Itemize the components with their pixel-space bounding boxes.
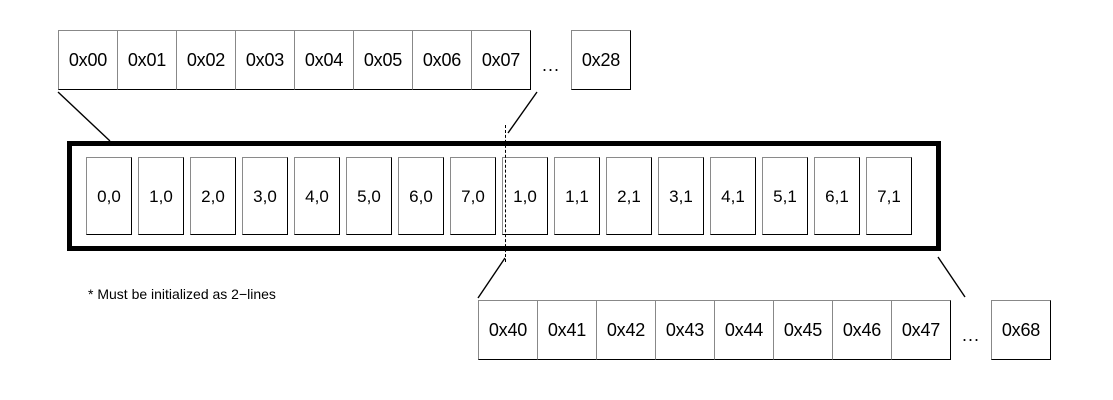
address-gap-ellipsis: ...: [541, 55, 560, 75]
cache-word-cell: 7,0: [450, 157, 496, 235]
cache-word-cell: 3,0: [242, 157, 288, 235]
cache-word-cell: 4,1: [710, 157, 756, 235]
cache-word-cells: 0,0 1,0 2,0 3,0 4,0 5,0 6,0 7,0 1,0 1,1 …: [72, 146, 936, 246]
address-gap-ellipsis: ...: [961, 325, 980, 345]
cache-word-cell: 2,0: [190, 157, 236, 235]
cache-word-cell: 5,1: [762, 157, 808, 235]
cache-line-container: 0,0 1,0 2,0 3,0 4,0 5,0 6,0 7,0 1,0 1,1 …: [67, 141, 941, 251]
cache-word-cell: 3,1: [658, 157, 704, 235]
top-address-row: 0x00 0x01 0x02 0x03 0x04 0x05 0x06 0x07 …: [58, 30, 631, 90]
cache-line-divider: [505, 125, 506, 262]
address-cell: 0x42: [596, 300, 656, 360]
address-cell: 0x06: [412, 30, 472, 90]
address-cell: 0x00: [58, 30, 118, 90]
address-cell: 0x46: [832, 300, 892, 360]
cache-word-cell: 0,0: [86, 157, 132, 235]
cache-word-cell: 4,0: [294, 157, 340, 235]
address-cell: 0x45: [773, 300, 833, 360]
address-cell-tail: 0x68: [991, 300, 1051, 360]
address-cell: 0x44: [714, 300, 774, 360]
cache-word-cell: 1,0: [138, 157, 184, 235]
initialization-note: * Must be initialized as 2−lines: [88, 286, 276, 302]
bottom-address-row: 0x40 0x41 0x42 0x43 0x44 0x45 0x46 0x47 …: [478, 300, 1051, 360]
cache-word-cell: 6,1: [814, 157, 860, 235]
cache-word-cell: 5,0: [346, 157, 392, 235]
cache-word-cell: 7,1: [866, 157, 912, 235]
cache-word-cell: 2,1: [606, 157, 652, 235]
address-cell: 0x04: [294, 30, 354, 90]
cache-word-cell: 1,1: [554, 157, 600, 235]
address-cell: 0x41: [537, 300, 597, 360]
address-cell: 0x01: [117, 30, 177, 90]
address-cell: 0x02: [176, 30, 236, 90]
address-cell-tail: 0x28: [571, 30, 631, 90]
address-cell: 0x43: [655, 300, 715, 360]
address-cell: 0x40: [478, 300, 538, 360]
cache-word-cell: 1,0: [502, 157, 548, 235]
cache-word-cell: 6,0: [398, 157, 444, 235]
address-cell: 0x07: [471, 30, 531, 90]
address-cell: 0x47: [891, 300, 951, 360]
